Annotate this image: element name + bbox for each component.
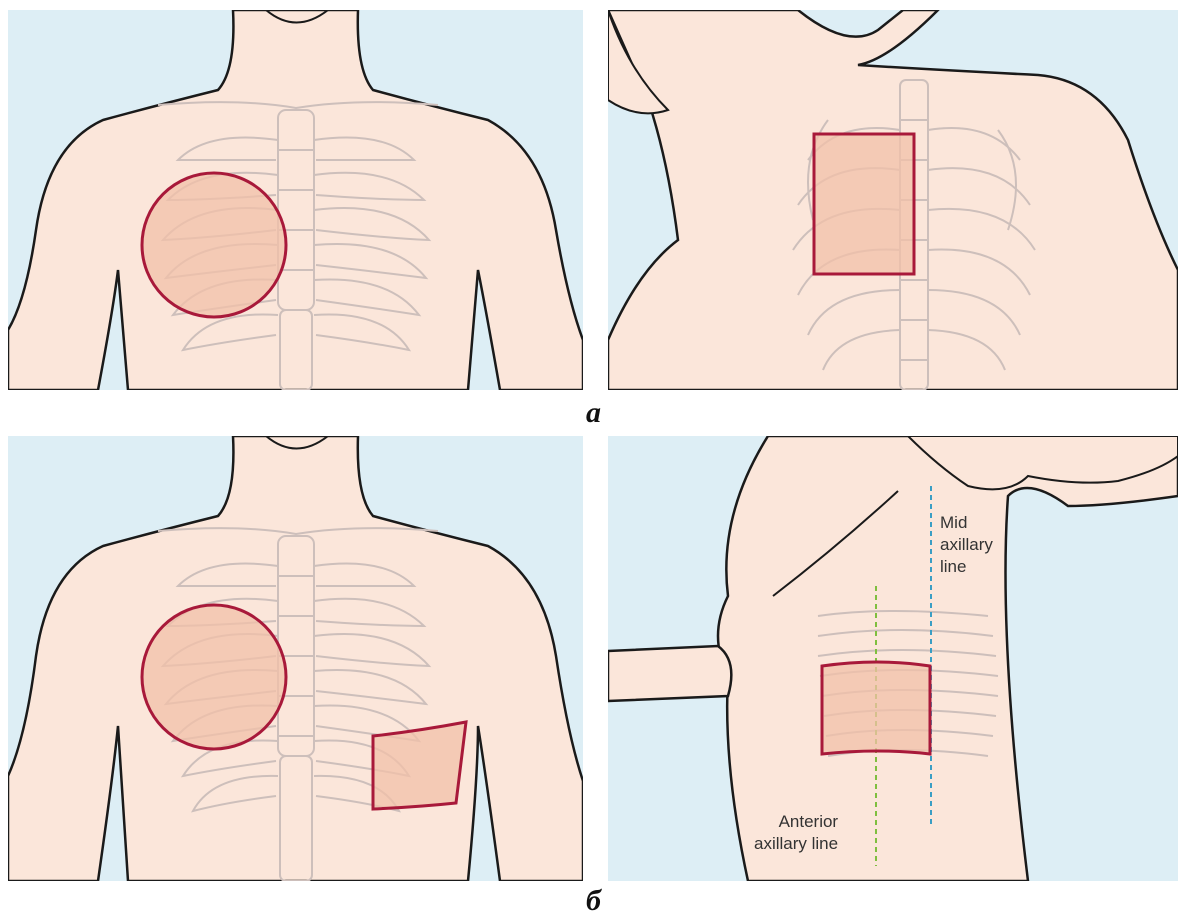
panel-front-chest-circle — [8, 10, 583, 390]
panel-back-rectangle — [608, 10, 1178, 390]
mid-axillary-label: Mid axillary line — [940, 512, 993, 578]
marker-circle-2 — [142, 605, 286, 749]
panel-lateral-axillary — [608, 436, 1178, 881]
mid-axillary-label-1: Mid — [940, 512, 993, 534]
caption-a: a — [586, 396, 601, 430]
mid-axillary-label-2: axillary — [940, 534, 993, 556]
torso-front-2 — [8, 436, 583, 881]
marker-circle — [142, 173, 286, 317]
anterior-axillary-label-2: axillary line — [754, 833, 838, 855]
anterior-axillary-label: Anterior axillary line — [754, 811, 838, 855]
mid-axillary-label-3: line — [940, 556, 993, 578]
panel-front-chest-circle-and-patch — [8, 436, 583, 881]
anterior-axillary-label-1: Anterior — [754, 811, 838, 833]
torso-front — [8, 10, 583, 390]
forearm — [608, 646, 731, 701]
caption-b: б — [586, 884, 601, 918]
marker-lateral-patch — [822, 662, 930, 754]
marker-rectangle — [814, 134, 914, 274]
marker-side-patch — [373, 722, 466, 809]
